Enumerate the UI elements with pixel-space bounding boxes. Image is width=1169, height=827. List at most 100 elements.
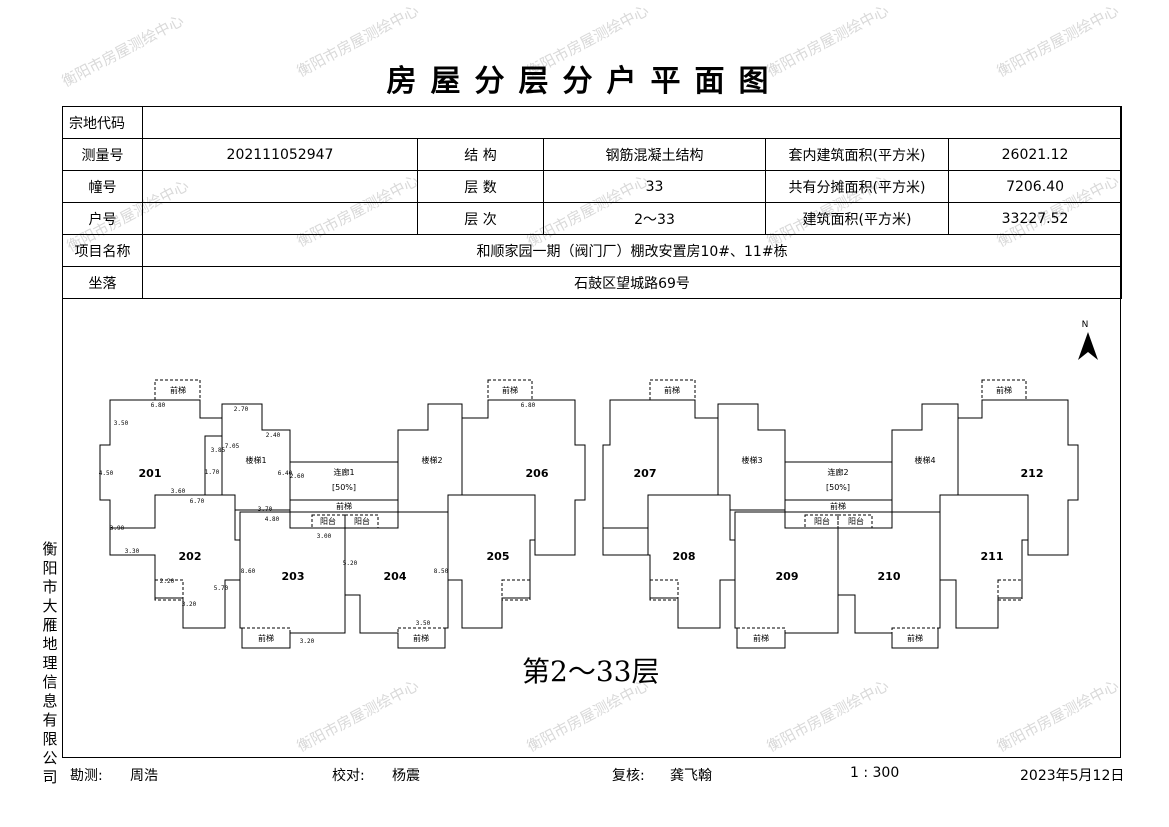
corridor-label: 连廊1 [333, 467, 354, 477]
location-value: 石鼓区望城路69号 [141, 266, 1123, 299]
dimension-label: 3.20 [300, 638, 315, 645]
floor-range-value: 2～33 [543, 202, 766, 235]
lift-label: 前梯 [170, 385, 186, 395]
scale: 1 : 300 [850, 765, 900, 781]
page-title: 房屋分层分户平面图 [386, 64, 783, 99]
dimension-label: 6.40 [278, 470, 293, 477]
dimension-label: 1.70 [205, 469, 220, 476]
north-label: N [1082, 320, 1089, 330]
building-area-value: 33227.52 [947, 202, 1123, 235]
lift-label: 前梯 [830, 501, 846, 511]
corridor-label: 连廊2 [827, 467, 848, 477]
corridor-ratio: [50%] [332, 483, 356, 492]
lift-label: 前梯 [907, 633, 923, 643]
review-name: 龚飞翰 [670, 768, 712, 784]
unit-label: 203 [282, 570, 305, 583]
stair-label: 楼梯3 [741, 455, 762, 465]
dimension-label: 3.70 [258, 506, 273, 513]
inner-area-value: 26021.12 [947, 138, 1123, 171]
building-block-right [602, 379, 1079, 649]
info-table: 宗地代码 测量号 202111052947 结 构 钢筋混凝土结构 套内建筑面积… [62, 106, 1123, 299]
dimension-label: 4.50 [99, 470, 114, 477]
lift-label: 前梯 [502, 385, 518, 395]
unit-label: 210 [878, 570, 901, 583]
floors-label: 层 数 [417, 170, 544, 203]
dimension-label: 3.90 [110, 525, 125, 532]
project-name-value: 和顺家园一期（阀门厂）棚改安置房10#、11#栋 [141, 234, 1123, 267]
dimension-label: 3.50 [416, 620, 431, 627]
lift-label: 前梯 [413, 633, 429, 643]
dimension-label: 7.05 [225, 443, 240, 450]
lift-label: 前梯 [664, 385, 680, 395]
structure-value: 钢筋混凝土结构 [543, 138, 766, 171]
parcel-code-label: 宗地代码 [62, 106, 143, 139]
floors-value: 33 [543, 170, 766, 203]
lift-label: 前梯 [258, 633, 274, 643]
survey-label: 勘测: [70, 768, 103, 784]
dimension-label: 5.70 [214, 585, 229, 592]
stair-label: 楼梯4 [914, 455, 935, 465]
dimension-label: 6.70 [190, 498, 205, 505]
unit-no-label: 户号 [62, 202, 143, 235]
building-area-label: 建筑面积(平方米) [765, 202, 949, 235]
unit-label: 208 [673, 550, 696, 563]
table-row: 户号 层 次 2～33 建筑面积(平方米) 33227.52 [62, 202, 1123, 235]
floor-label: 第2～33层 [522, 655, 660, 688]
floor-plan: N [99, 320, 1098, 649]
dimension-label: 8.50 [434, 568, 449, 575]
unit-label: 204 [384, 570, 407, 583]
north-arrow-icon [1078, 332, 1098, 360]
check-name: 杨震 [392, 768, 420, 784]
dimension-label: 4.80 [265, 516, 280, 523]
building-no-label: 幢号 [62, 170, 143, 203]
table-row: 坐落 石鼓区望城路69号 [62, 266, 1123, 299]
dimension-label: 6.80 [151, 402, 166, 409]
unit-label: 207 [634, 467, 657, 480]
shared-area-label: 共有分摊面积(平方米) [765, 170, 949, 203]
dimension-label: 2.70 [234, 406, 249, 413]
survey-no-label: 测量号 [62, 138, 143, 171]
unit-label: 212 [1021, 467, 1044, 480]
dimension-label: 5.20 [343, 560, 358, 567]
check-label: 校对: [332, 768, 365, 784]
unit-label: 202 [179, 550, 202, 563]
inner-area-label: 套内建筑面积(平方米) [765, 138, 949, 171]
floor-range-label: 层 次 [417, 202, 544, 235]
company-name: 衡阳市大雁地理信息有限公司 [42, 540, 58, 786]
stair-label: 楼梯2 [421, 455, 442, 465]
balcony-label: 阳台 [814, 516, 830, 526]
corridor-ratio: [50%] [826, 483, 850, 492]
building-no-value [142, 170, 418, 203]
unit-no-value [142, 202, 418, 235]
dimension-label: 2.40 [266, 432, 281, 439]
building-block-left [99, 379, 586, 649]
dimension-label: 3.20 [182, 601, 197, 608]
table-row: 幢号 层 数 33 共有分摊面积(平方米) 7206.40 [62, 170, 1123, 203]
unit-label: 211 [981, 550, 1004, 563]
dimension-label: 3.50 [114, 420, 129, 427]
unit-label: 209 [776, 570, 799, 583]
lift-label: 前梯 [336, 501, 352, 511]
survey-name: 周浩 [130, 768, 158, 784]
balcony-label: 阳台 [320, 516, 336, 526]
unit-label: 201 [139, 467, 162, 480]
table-row: 宗地代码 [62, 106, 1123, 139]
shared-area-value: 7206.40 [947, 170, 1123, 203]
structure-label: 结 构 [417, 138, 544, 171]
dimension-label: 2.60 [290, 473, 305, 480]
dimension-label: 6.80 [521, 402, 536, 409]
dimension-label: 2.20 [160, 578, 175, 585]
unit-label: 205 [487, 550, 510, 563]
table-row: 测量号 202111052947 结 构 钢筋混凝土结构 套内建筑面积(平方米)… [62, 138, 1123, 171]
project-name-label: 项目名称 [62, 234, 143, 267]
parcel-code-value [141, 106, 1123, 139]
dimension-label: 8.60 [241, 568, 256, 575]
dimension-label: 3.00 [317, 533, 332, 540]
stair-label: 楼梯1 [245, 455, 266, 465]
dimension-label: 3.30 [125, 548, 140, 555]
review-label: 复核: [612, 768, 645, 784]
dimension-label: 3.60 [171, 488, 186, 495]
lift-label: 前梯 [753, 633, 769, 643]
dimension-label: 3.85 [211, 447, 226, 454]
date: 2023年5月12日 [1020, 768, 1125, 784]
